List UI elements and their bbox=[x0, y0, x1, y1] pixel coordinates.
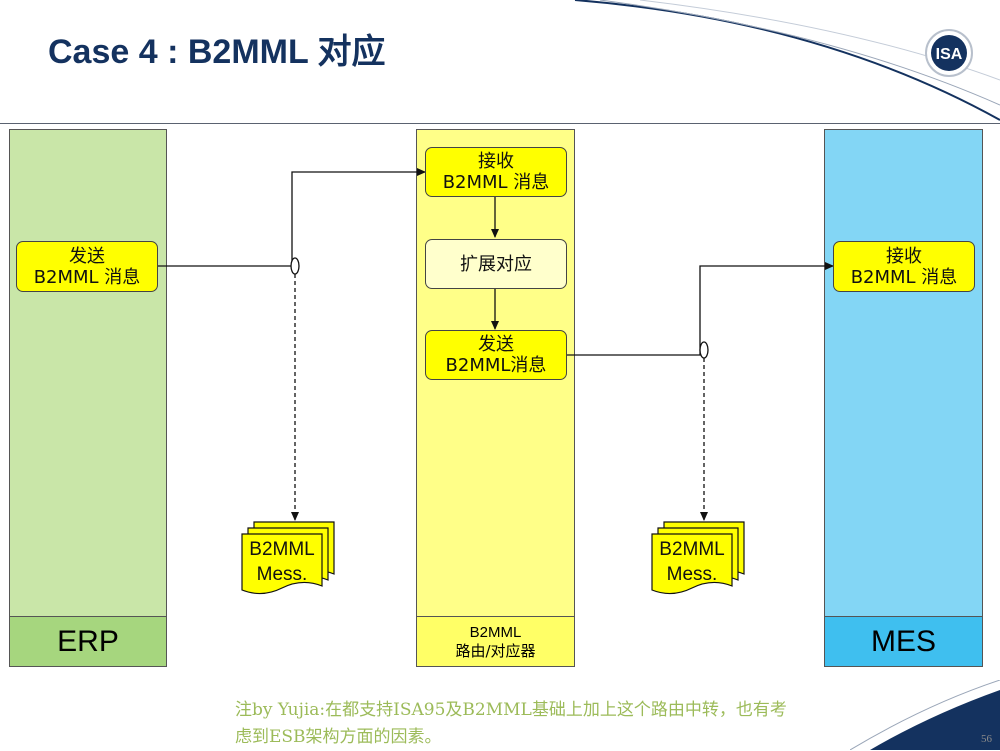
footer-swoosh bbox=[850, 680, 1000, 750]
lane-router-label-1: B2MML bbox=[469, 623, 522, 641]
connector-router-to-mes bbox=[566, 262, 834, 356]
erp-send-line2: B2MML 消息 bbox=[33, 266, 141, 288]
message-tap-left bbox=[290, 257, 300, 521]
router-receive-line2: B2MML 消息 bbox=[442, 172, 550, 193]
lane-mes bbox=[824, 129, 983, 617]
router-receive-line1: 接收 bbox=[478, 151, 514, 172]
isa-logo: ISA bbox=[924, 28, 974, 78]
mes-receive-line2: B2MML 消息 bbox=[850, 266, 958, 288]
message-left-line1: B2MML bbox=[249, 539, 315, 560]
lane-erp-footer: ERP bbox=[9, 616, 167, 667]
title-divider bbox=[0, 123, 1000, 124]
lane-erp bbox=[9, 129, 167, 617]
erp-send-box[interactable]: 发送 B2MML 消息 bbox=[16, 241, 158, 292]
lane-mes-footer: MES bbox=[824, 616, 983, 667]
page-title: Case 4 : B2MML 对应 bbox=[48, 33, 386, 71]
multi-document-icon bbox=[651, 521, 745, 595]
page-number: 56 bbox=[981, 733, 992, 745]
router-send-box[interactable]: 发送 B2MML消息 bbox=[425, 330, 567, 380]
message-right-line2: Mess. bbox=[666, 564, 718, 585]
message-doc-right[interactable]: B2MML Mess. bbox=[650, 520, 746, 598]
mes-receive-box[interactable]: 接收 B2MML 消息 bbox=[833, 241, 975, 292]
router-extend-line1: 扩展对应 bbox=[460, 253, 532, 275]
mes-receive-line1: 接收 bbox=[886, 245, 922, 267]
lane-erp-label: ERP bbox=[57, 624, 119, 658]
multi-document-icon bbox=[241, 521, 335, 595]
lane-router-label-2: 路由/对应器 bbox=[455, 641, 536, 660]
connector-erp-to-router bbox=[158, 168, 426, 267]
router-receive-box[interactable]: 接收 B2MML 消息 bbox=[425, 147, 567, 197]
message-right-line1: B2MML bbox=[659, 539, 725, 560]
lane-mes-label: MES bbox=[870, 624, 936, 658]
annotation-note: 注by Yujia:在都支持ISA95及B2MML基础上加上这个路由中转，也有考… bbox=[235, 700, 787, 747]
router-send-line2: B2MML消息 bbox=[445, 355, 547, 376]
router-extend-box[interactable]: 扩展对应 bbox=[425, 239, 567, 289]
message-tap-right bbox=[699, 341, 709, 521]
router-send-line1: 发送 bbox=[478, 334, 514, 355]
erp-send-line1: 发送 bbox=[69, 245, 105, 267]
lane-router-footer: B2MML 路由/对应器 bbox=[416, 616, 575, 667]
message-doc-left[interactable]: B2MML Mess. bbox=[240, 520, 336, 598]
isa-logo-text: ISA bbox=[936, 46, 963, 63]
message-left-line2: Mess. bbox=[256, 564, 308, 585]
